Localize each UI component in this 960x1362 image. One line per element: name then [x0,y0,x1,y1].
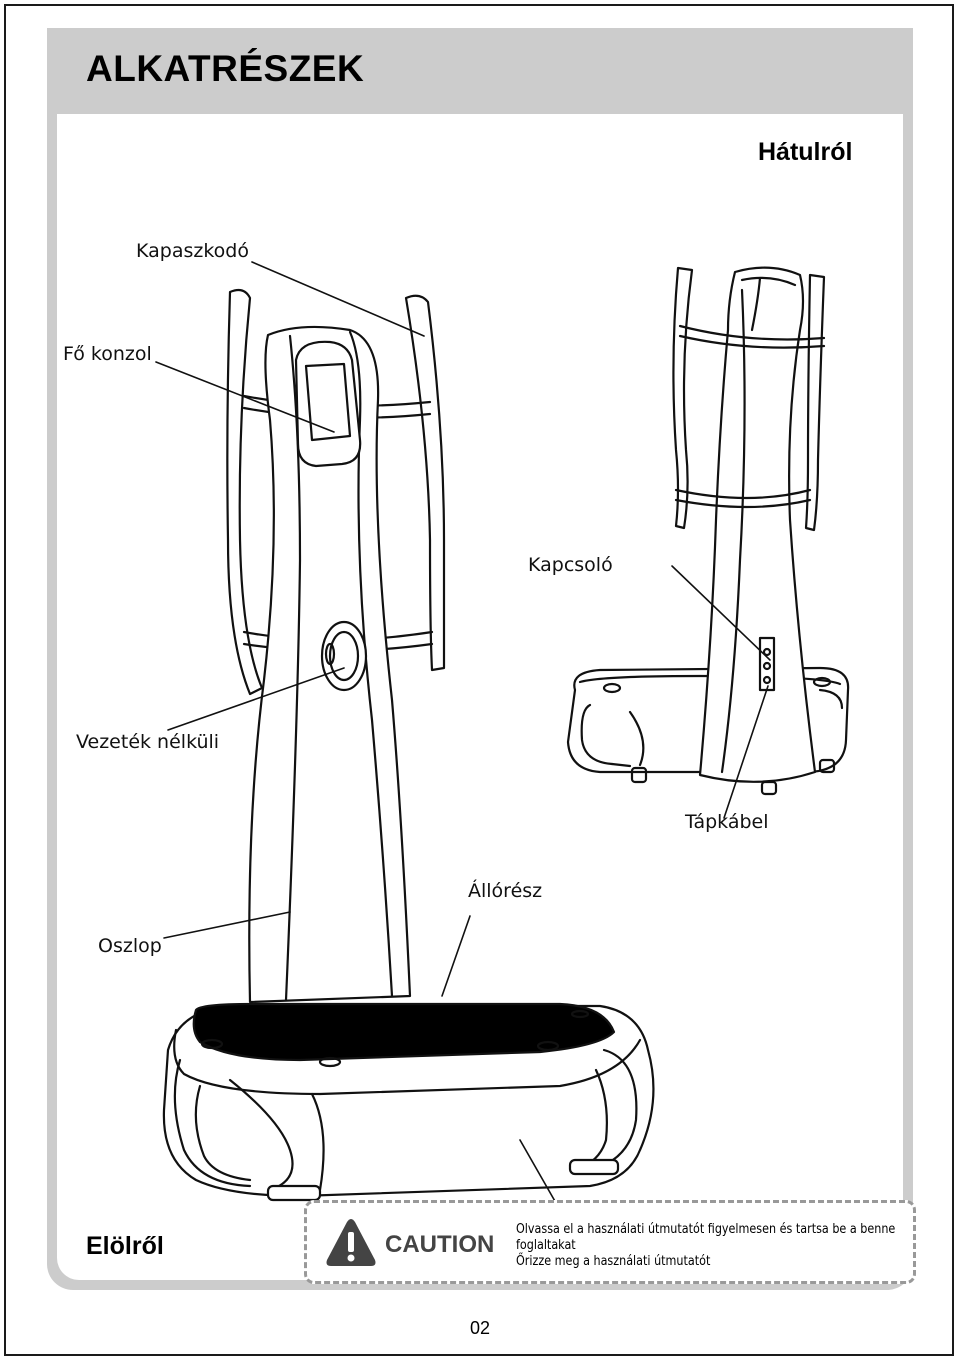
caution-line: Olvassa el a használati útmutatót figyel… [516,1222,896,1237]
callout-handrail: Kapaszkodó [136,240,249,262]
caution-badge: CAUTION [326,1219,494,1266]
caution-badge-text: CAUTION [385,1231,494,1258]
front-view-drawing [162,288,655,1202]
back-view-drawing [566,266,850,796]
page-number: 02 [469,1318,491,1338]
callout-power-cable: Tápkábel [685,811,769,833]
caution-line: foglaltakat [516,1238,576,1253]
page-frame [4,4,954,1356]
callout-leaders [155,261,771,1211]
caution-line: Őrizze meg a használati útmutatót [516,1254,711,1269]
page-title: ALKATRÉSZEK [86,48,365,89]
callout-switch: Kapcsoló [528,554,613,576]
callout-platform: Állórész [468,880,543,902]
callout-column: Oszlop [98,935,162,957]
callout-wireless: Vezeték nélküli [76,731,220,753]
caution-text: Olvassa el a használati útmutatót figyel… [516,1222,910,1270]
callout-main-console: Fő konzol [63,343,152,365]
back-view-label: Hátulról [758,138,853,166]
front-view-label: Elölről [86,1232,164,1260]
caution-box: CAUTION Olvassa el a használati útmutató… [304,1200,916,1284]
